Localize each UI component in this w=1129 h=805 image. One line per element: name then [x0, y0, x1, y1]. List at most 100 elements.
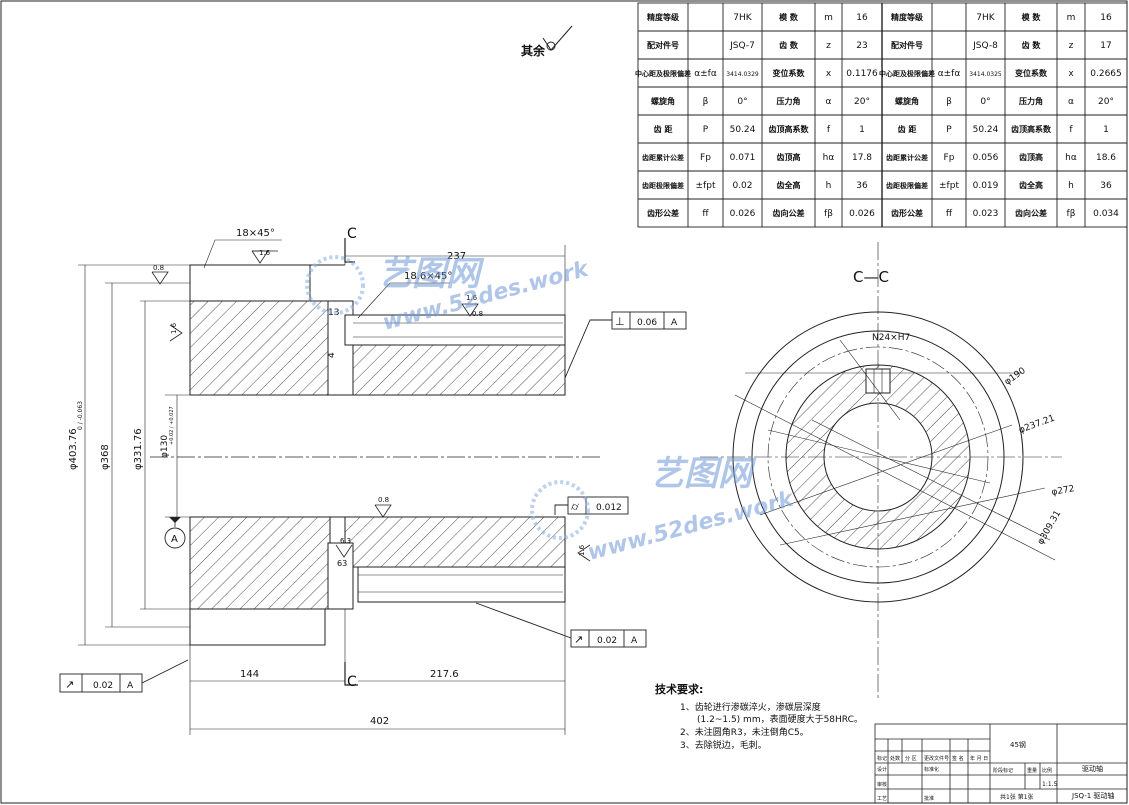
gear-table-cell: β [703, 97, 709, 107]
gear-table-cell: 36 [1100, 181, 1112, 191]
gear-table-cell: 螺旋角 [651, 96, 675, 106]
gear-table-cell: 螺旋角 [895, 96, 919, 106]
gear-table-cell: α±fα [694, 69, 717, 79]
title-block [874, 723, 1128, 804]
tol1-symbol: ⊥ [615, 315, 625, 328]
gear-table-cell: 精度等级 [647, 12, 680, 22]
gear-table-cell: fβ [824, 209, 833, 219]
gear-table-cell: 0.02 [732, 181, 752, 191]
gear-table-cell: 配对件号 [647, 40, 679, 50]
roughness-symbol-remark [542, 25, 573, 51]
gear-table-cell: hα [1065, 153, 1077, 163]
gear-table-cell: 精度等级 [891, 12, 924, 22]
gear-table-cell: 0.023 [973, 209, 999, 219]
gear-table-cell: 7HK [733, 13, 752, 23]
gear-table-cell: 16 [1100, 13, 1112, 23]
gear-table-cell: 1 [1103, 125, 1109, 135]
gear-table-cell: α±fα [938, 69, 961, 79]
title-block-label: 分 区 [905, 755, 917, 762]
gear-table-cell: 中心距及极限偏差 [879, 69, 935, 78]
gear-table-cell: 0.071 [730, 153, 756, 163]
tol3-datum: A [127, 681, 134, 691]
lower-slot [327, 542, 354, 610]
tb-drawing-no: JSQ-1 驱动轴 [1071, 791, 1114, 800]
tol1-value: 0.06 [637, 318, 657, 328]
gear-table-cell: 变位系数 [773, 68, 806, 78]
dim-d4: φ130 [160, 435, 170, 458]
note-4: 3、去除锐边，毛刺。 [680, 739, 767, 751]
gear-table-cell: 齿 距 [898, 124, 917, 134]
gear-table-cell: 50.24 [973, 125, 999, 135]
gear-table-cell: f [827, 125, 831, 135]
title-block-label: 重量 [1027, 767, 1037, 774]
gear-table-cell: z [826, 41, 831, 51]
gear-table-cell: fβ [1067, 209, 1076, 219]
dim-63: 63 [337, 559, 347, 568]
gear-table-cell: 0° [980, 97, 990, 107]
gear-table-cell: JSQ-7 [729, 41, 755, 51]
gear-table-cell: 50.24 [730, 125, 756, 135]
gear-table-cell: ff [946, 209, 953, 219]
title-block-label: 设计 [877, 766, 887, 773]
chamfer-2: 18.6×45° [404, 271, 452, 282]
tolerance-frame-2 [567, 496, 629, 515]
roughness-r63: 6.3 [340, 537, 351, 545]
gear-table-cell: JSQ-8 [972, 41, 998, 51]
lower-section-hatch [189, 516, 331, 610]
roughness-r08a: 0.8 [153, 264, 164, 272]
gear-table-cell: 压力角 [777, 96, 801, 106]
gear-table-cell: 齿 距 [654, 124, 673, 134]
gear-table-cell: 1 [859, 125, 865, 135]
note-1: 1、齿轮进行渗碳淬火，渗碳层深度 [680, 701, 821, 713]
dim-402: 402 [370, 716, 389, 727]
gear-table-cell: ff [702, 209, 709, 219]
gear-table-cell: 模 数 [1022, 12, 1042, 22]
gear-table-cell: 齿向公差 [1015, 208, 1047, 218]
title-block-label: 批准 [924, 795, 934, 802]
dim-r23721: φ237.21 [1018, 414, 1057, 436]
roughness-r16c: 1.6 [466, 294, 478, 302]
tolerance-frame-4 [570, 629, 647, 648]
lower-spline-band [357, 566, 566, 603]
gear-table-cell: 齿顶高 [1019, 152, 1043, 162]
roughness-r16d: 1.6 [578, 544, 586, 556]
gear-table-cell: 齿向公差 [773, 208, 805, 218]
gear-table-cell: α [1068, 97, 1074, 107]
gear-table-cell: Fp [944, 153, 955, 163]
gear-table-cell: 17.8 [852, 153, 872, 163]
gear-table-cell: m [824, 13, 833, 23]
title-block-label: 处数 [890, 755, 900, 762]
tolerance-frame-1 [611, 311, 687, 330]
dim-13: 13 [328, 308, 339, 318]
gear-table-cell: β [946, 97, 952, 107]
tol2-value: 0.012 [596, 503, 622, 513]
gear-table-cell: 0.1176 [846, 69, 878, 79]
gear-table-cell: hα [823, 153, 835, 163]
tb-part-name: 驱动轴 [1082, 764, 1103, 773]
roughness-r08b: 0.8 [472, 310, 483, 318]
roughness-r16a: 1.6 [259, 249, 271, 257]
gear-table-cell: 模 数 [779, 12, 799, 22]
ring-hatch [785, 364, 971, 550]
datum-a-symbol [164, 527, 186, 549]
title-block-label: 标准化 [924, 766, 939, 773]
gear-table-cell: 0.019 [973, 181, 999, 191]
notes-title: 技术要求: [655, 682, 703, 696]
dim-d1-tol: 0 / -0.063 [77, 401, 84, 430]
gear-table-cell: 变位系数 [1015, 68, 1048, 78]
section-label-bottom: C [347, 674, 357, 690]
title-block-label: 年 月 日 [970, 755, 988, 762]
gear-table-cell: 齿 数 [779, 40, 799, 50]
gear-table-cell: x [826, 69, 832, 79]
gear-table-cell: 齿距累计公差 [886, 153, 928, 162]
gear-table-cell: m [1067, 13, 1076, 23]
gear-table-cell: 7HK [976, 13, 995, 23]
tol4-value: 0.02 [597, 636, 617, 646]
tol1-datum: A [671, 318, 678, 328]
tol3-symbol: ↗ [65, 678, 74, 691]
gear-table-cell: 齿顶高系数 [769, 124, 810, 134]
gear-table-cell: 18.6 [1096, 153, 1116, 163]
gear-table-cell: 齿形公差 [891, 208, 923, 218]
upper-spline-band [344, 314, 566, 346]
